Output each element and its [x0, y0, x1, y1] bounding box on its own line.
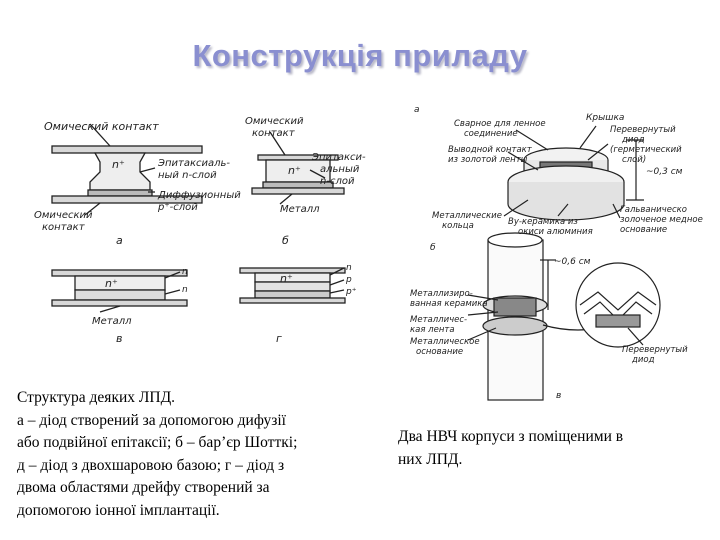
top-dim-label: ~0,3 см: [646, 167, 683, 177]
panel-b-epitaxial-label-1: Эпитакси-: [311, 152, 366, 163]
panel-d-diagram: [239, 267, 346, 304]
panel-a-diffusion-label-1: Диффузионный: [157, 190, 241, 201]
left-caption: Структура деяких ЛПД. а – діод створений…: [17, 387, 362, 522]
left-caption-line: або подвійної епітаксії; б – бар’єр Шотт…: [17, 434, 298, 451]
panel-b-epitaxial-label-3: n-слой: [320, 176, 355, 187]
inverted-bottom-label-1: Перевернутый: [622, 345, 688, 355]
right-caption: Два НВЧ корпуси з поміщеними в них ЛПД.: [398, 426, 678, 471]
metal-base-label-1: Металлическое: [410, 337, 480, 347]
galvanic-label-1: Гальваническо: [620, 205, 687, 215]
left-caption-line: допомогою іонної імплантації.: [17, 501, 220, 519]
lead-label-2: из золотой ленты: [448, 155, 528, 165]
inverted-top-label-2: диод: [621, 135, 645, 145]
galvanic-label-3: основание: [620, 225, 667, 235]
slide-title: Конструкція приладу: [192, 38, 528, 73]
panel-d-letter: г: [276, 332, 282, 345]
metallized-label-2: ванная керамика: [410, 299, 488, 309]
bottom-panel-letter: б: [430, 243, 436, 253]
ceramic-label-1: Ву-керамика из: [508, 217, 578, 227]
top-package-diagram: [503, 125, 644, 221]
left-caption-line: Структура деяких ЛПД.: [17, 389, 176, 406]
left-caption-line: а – діод створений за допомогою дифузії: [17, 411, 286, 429]
galvanic-label-2: золоченое медное: [620, 215, 703, 225]
panel-a-ohmic-top-label: Омический контакт: [44, 120, 159, 133]
right-caption-line: них ЛПД.: [398, 450, 463, 468]
lead-label-1: Выводной контакт: [448, 145, 533, 155]
inverted-top-label-3: (гермети­ческий: [610, 145, 682, 155]
panel-c-diagram: [51, 269, 188, 313]
panel-d-n-label: n: [346, 263, 352, 273]
diode-structures-figure: Омический контакт n⁺ Эпитаксиаль- ный n-…: [34, 116, 366, 345]
panel-d-p-plus-label: p⁺: [345, 287, 357, 297]
metal-tape-label-1: Металличес-: [410, 315, 467, 325]
inverted-top-label-1: Перевернутый: [610, 125, 676, 135]
bottom-dim-label: ~0,6 см: [554, 257, 591, 267]
panel-c-n-label-bottom: n: [182, 285, 188, 295]
panel-d-n-plus-label: n⁺: [280, 272, 293, 285]
panel-a-epitaxial-label-2: ный n-слой: [158, 170, 217, 181]
panel-a-letter: a: [116, 234, 123, 247]
panel-b-metal-label: Металл: [280, 204, 320, 215]
panel-b-epitaxial-label-2: альный: [320, 164, 360, 175]
panel-c-letter: в: [116, 332, 122, 345]
weld-label-1: Сварное для ленное: [454, 119, 546, 129]
panel-b-ohmic-label-2: контакт: [252, 128, 296, 139]
inverted-bottom-label-2: диод: [631, 355, 655, 365]
metal-base-label-2: основание: [416, 347, 463, 357]
panel-a-diffusion-label-2: p⁺-слой: [157, 202, 198, 213]
bottom-package-diagram: [467, 232, 661, 401]
panel-a-ohmic-bottom-label-1: Омический: [34, 210, 93, 221]
left-caption-line: д – діод з двохшаровою базою; г – діод з: [17, 456, 285, 474]
right-caption-line: Два НВЧ корпуси з поміщеними в: [398, 428, 624, 445]
metallized-label-1: Металлизиро-: [410, 289, 473, 299]
weld-label-2: соединение: [464, 129, 518, 139]
ceramic-label-2: окиси алюминия: [518, 227, 593, 237]
panel-b-ohmic-label-1: Омический: [245, 116, 304, 127]
left-caption-line: двома областями дрейфу створений за: [17, 479, 270, 496]
panel-c-n-plus-label: n⁺: [105, 277, 118, 290]
panel-c-metal-label: Металл: [92, 316, 132, 327]
panel-b-diagram: [251, 131, 345, 205]
panel-b-n-plus-label: n⁺: [288, 164, 301, 177]
top-panel-letter: а: [414, 105, 420, 115]
microwave-packages-figure: а Крышка Сварное для ленное соединение В…: [410, 105, 703, 401]
metal-rings-label-1: Металлические: [432, 211, 502, 221]
lid-label: Крышка: [586, 113, 624, 123]
panel-a-ohmic-bottom-label-2: контакт: [42, 222, 86, 233]
panel-a-n-plus-label: n⁺: [112, 158, 125, 171]
inverted-top-label-4: слой): [622, 155, 646, 165]
panel-a-epitaxial-label-1: Эпитаксиаль-: [157, 158, 230, 169]
metal-rings-label-2: кольца: [442, 221, 474, 231]
panel-d-p-label: p: [345, 275, 352, 285]
metal-tape-label-2: кая лента: [410, 325, 455, 335]
panel-b-letter: б: [282, 234, 289, 247]
bottom-panel-letter-lower: в: [556, 391, 561, 401]
panel-a-diagram: [51, 123, 203, 216]
panel-c-n-label-top: n: [182, 267, 188, 277]
